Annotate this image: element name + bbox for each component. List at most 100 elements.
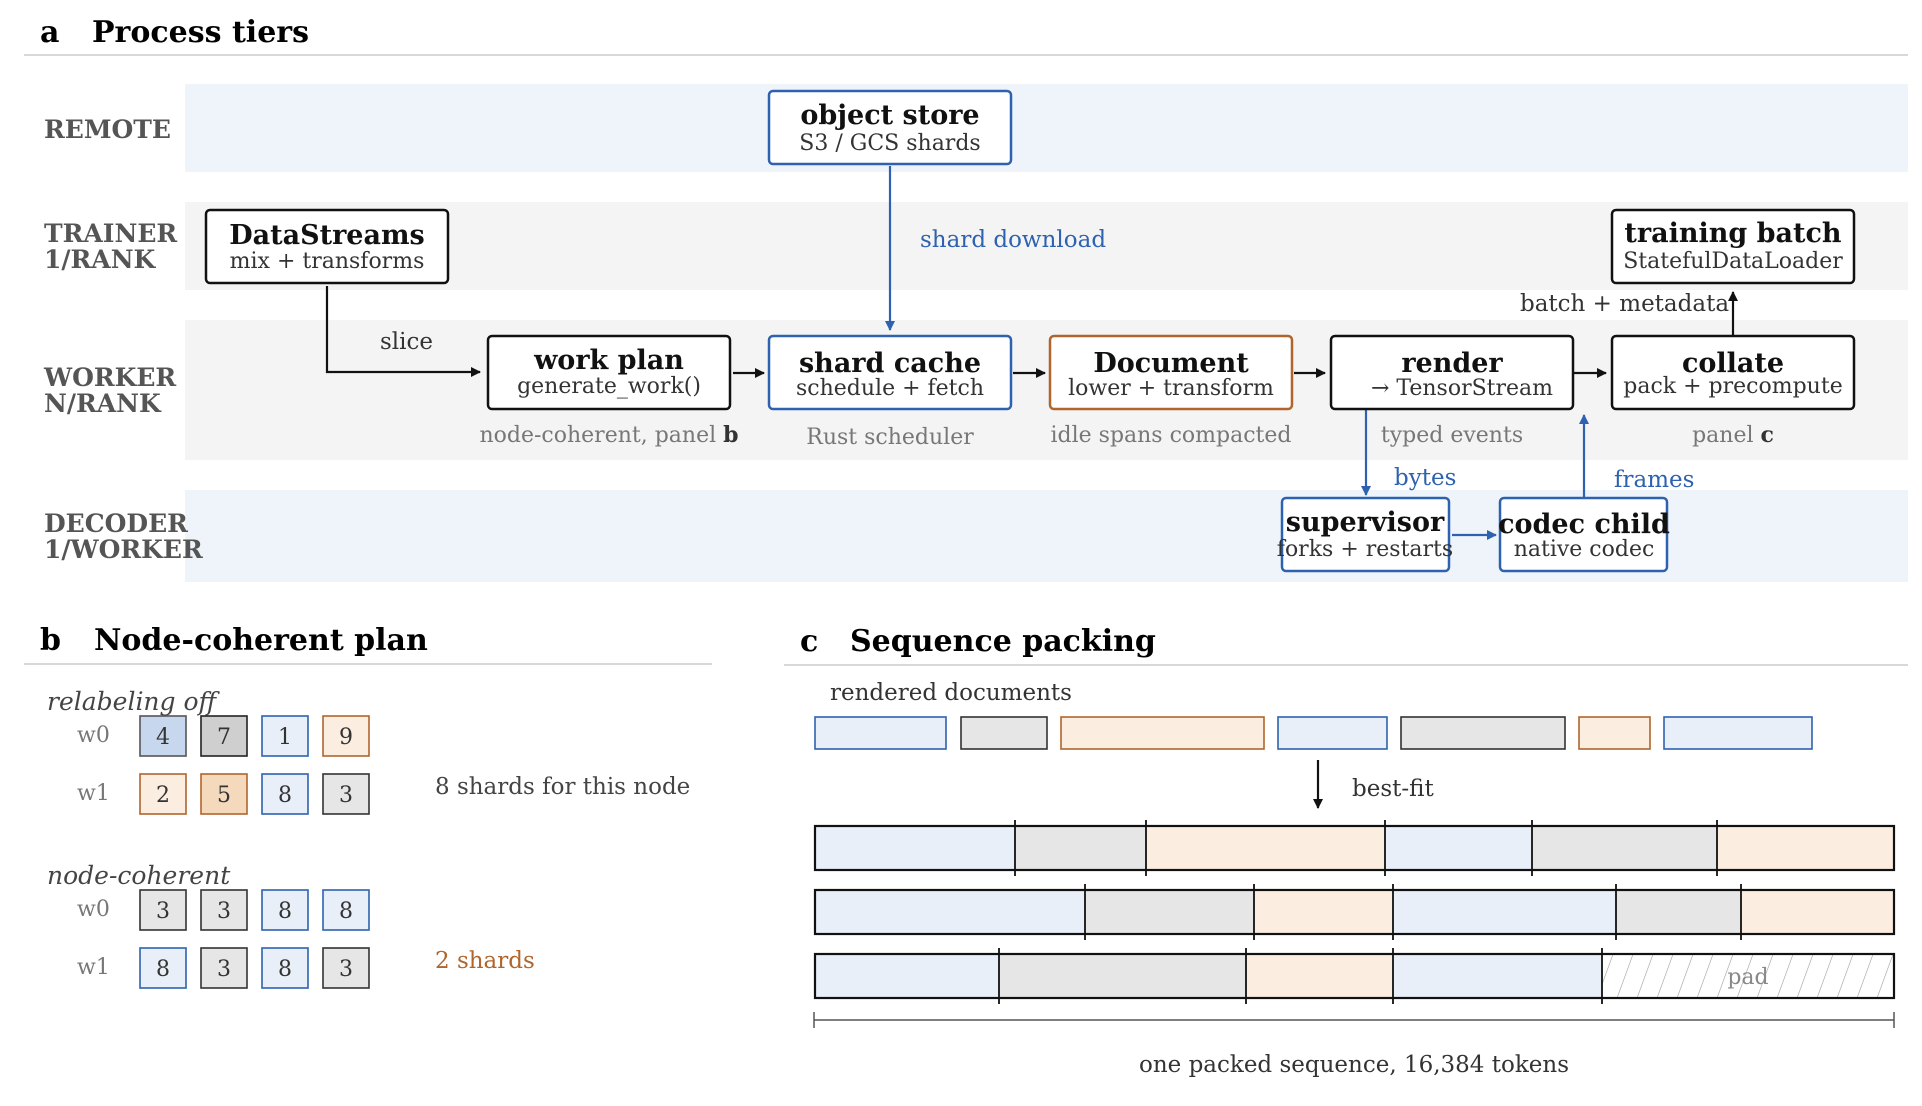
shard-id: 8 — [156, 957, 170, 982]
node-render: render → TensorStream typed events — [1329, 334, 1575, 448]
node-work-plan-title: work plan — [533, 345, 684, 376]
shard-cell — [139, 715, 187, 757]
node-render-title: render — [1401, 348, 1503, 379]
shard-cell — [200, 773, 248, 815]
node-supervisor: supervisor forks + restarts — [1277, 496, 1453, 573]
edge-label-batch-metadata: batch + metadata — [1520, 291, 1729, 317]
node-training-batch: training batch StatefulDataLoader — [1610, 208, 1856, 285]
sequence-segment — [815, 954, 999, 998]
worker-label: w1 — [77, 955, 110, 980]
node-codec-child-sub: native codec — [1514, 537, 1655, 562]
rendered-documents — [814, 716, 1813, 750]
shard-id: 8 — [278, 783, 292, 808]
panel-b-letter: b — [40, 623, 61, 658]
document-block — [1400, 716, 1566, 750]
sequence-segment — [815, 890, 1085, 934]
panel-b-title: Node-coherent plan — [94, 623, 428, 658]
shard-cell — [139, 947, 187, 989]
sequence-segment — [1616, 890, 1741, 934]
shard-id: 8 — [339, 899, 353, 924]
sequence-segment — [1015, 826, 1146, 870]
panel-c-title: Sequence packing — [850, 624, 1156, 659]
best-fit-label: best-fit — [1352, 776, 1434, 802]
sequence-outline — [813, 824, 1896, 872]
sequence-segment — [1393, 954, 1602, 998]
shard-cell — [322, 715, 370, 757]
shard-id: 3 — [217, 957, 231, 982]
shard-id: 2 — [156, 783, 170, 808]
document-block — [1663, 716, 1813, 750]
node-training-batch-title: training batch — [1624, 218, 1842, 249]
group-label: node-coherent — [47, 861, 231, 890]
node-render-note: typed events — [1381, 423, 1523, 448]
shard-id: 1 — [278, 725, 292, 750]
sequence-outline — [813, 952, 1896, 1000]
shard-id: 9 — [339, 725, 353, 750]
sequence-segment — [1741, 890, 1894, 934]
tier-label-remote: REMOTE — [44, 115, 171, 144]
panel-c-letter: c — [800, 624, 818, 659]
shard-id: 8 — [278, 957, 292, 982]
edge-label-shard-download: shard download — [920, 227, 1106, 253]
tier-label-decoder: DECODER — [44, 509, 188, 538]
sequence-segment — [1085, 890, 1254, 934]
node-document-note: idle spans compacted — [1050, 423, 1291, 448]
node-collate: collate pack + precompute panel c — [1610, 334, 1856, 448]
shard-cell — [261, 715, 309, 757]
sequence-length-bracket — [813, 1012, 1895, 1028]
shard-cell — [261, 773, 309, 815]
node-datastreams-sub: mix + transforms — [230, 249, 425, 274]
node-codec-child: codec child native codec — [1498, 496, 1670, 573]
tier-label-worker-sub: N/RANK — [44, 389, 162, 418]
sequence-segment — [1385, 826, 1532, 870]
node-collate-title: collate — [1682, 348, 1784, 379]
tier-label-worker: WORKER — [43, 363, 176, 392]
shard-id: 7 — [217, 725, 231, 750]
node-shard-cache-title: shard cache — [799, 348, 981, 379]
sequence-segment — [1246, 954, 1393, 998]
sequence-segment — [1393, 890, 1616, 934]
node-work-plan: work plan generate_work() node-coherent,… — [479, 334, 739, 448]
node-supervisor-sub: forks + restarts — [1277, 537, 1453, 562]
node-work-plan-sub: generate_work() — [517, 374, 701, 399]
document-block — [1277, 716, 1388, 750]
shard-id: 3 — [339, 783, 353, 808]
packed-sequences: pad — [813, 820, 1896, 1004]
group-note: 8 shards for this node — [435, 774, 690, 800]
tier-label-decoder-sub: 1/WORKER — [44, 535, 203, 564]
shard-cell — [322, 947, 370, 989]
node-work-plan-note: node-coherent, panel b — [479, 422, 738, 448]
node-collate-note: panel c — [1692, 422, 1774, 448]
node-document: Document lower + transform idle spans co… — [1048, 334, 1294, 448]
node-object-store: object store S3 / GCS shards — [767, 89, 1013, 166]
tier-label-trainer: TRAINER — [44, 219, 177, 248]
node-object-store-sub: S3 / GCS shards — [799, 131, 980, 156]
node-document-sub: lower + transform — [1068, 376, 1274, 401]
shard-cell — [322, 889, 370, 931]
node-shard-cache: shard cache schedule + fetch Rust schedu… — [767, 334, 1013, 450]
worker-label: w1 — [77, 781, 110, 806]
shard-cell — [322, 773, 370, 815]
pad-label: pad — [1727, 965, 1768, 990]
shard-cell — [200, 889, 248, 931]
shard-cell — [261, 947, 309, 989]
docs-label: rendered documents — [830, 680, 1072, 706]
node-render-sub: → TensorStream — [1371, 376, 1553, 401]
group-note: 2 shards — [435, 948, 535, 974]
edge-slice — [325, 286, 481, 377]
worker-label: w0 — [77, 723, 110, 748]
document-block — [1578, 716, 1651, 750]
edge-label-frames: frames — [1614, 467, 1694, 493]
sequence-segment — [1146, 826, 1385, 870]
pad-segment — [1602, 954, 1894, 998]
node-codec-child-title: codec child — [1498, 509, 1670, 540]
remote-tier-band — [185, 84, 1908, 172]
shard-cell — [200, 715, 248, 757]
node-shard-cache-note: Rust scheduler — [806, 425, 974, 450]
panel-c: c Sequence packing rendered documents be… — [784, 624, 1908, 1078]
node-datastreams-title: DataStreams — [229, 220, 425, 251]
sequence-segment — [1717, 826, 1894, 870]
shard-id: 8 — [278, 899, 292, 924]
